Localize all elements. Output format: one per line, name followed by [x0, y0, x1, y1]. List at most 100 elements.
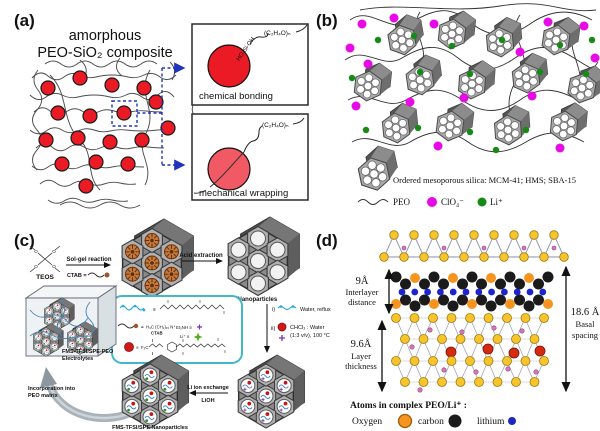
- ctab-key-tail: [117, 323, 135, 329]
- basal-line1: Basal: [576, 319, 596, 329]
- panel-d-label: (d): [316, 231, 338, 250]
- equiv-ctab: ≡: [141, 325, 144, 330]
- panel-c-label: (c): [14, 231, 35, 250]
- chemical-bonding-box: HO-Si-OH (C₂H₄O)ₙ chemical bonding: [191, 23, 309, 106]
- cond-ii-line2: (1:3 v/v), 100 °C: [290, 333, 330, 339]
- teos-oxygens: O O O O: [34, 249, 56, 269]
- panel-b-legend: Ordered mesoporous silica: MCM-41; HMS; …: [353, 142, 576, 207]
- acid-extraction-label: Acid extraction: [179, 253, 223, 259]
- silica-nanoparticles: [38, 70, 176, 194]
- top-clay-layer: [379, 230, 569, 262]
- layer-line2: thickness: [345, 361, 377, 371]
- teos-structure: [29, 245, 61, 273]
- panel-b-label: (b): [316, 11, 338, 30]
- basal-line2: spacing: [572, 330, 599, 340]
- li-legend-icon: [477, 197, 487, 207]
- solgel-label: Sol-gel reaction: [66, 257, 111, 263]
- carbon-icon: [448, 414, 462, 428]
- li-legend-text: Li⁺: [490, 197, 503, 207]
- oxygen-label: Oxygen: [352, 417, 382, 427]
- oxygen-icon: [397, 413, 413, 429]
- interlayer-line2: distance: [348, 297, 376, 307]
- li-exchange-label: Li ion exchange: [187, 385, 229, 391]
- incorporation-swoosh-arrow: [40, 367, 132, 422]
- carbon-label: carbon: [418, 417, 444, 427]
- svg-text:O: O: [34, 249, 38, 254]
- ctab-key-head: [133, 323, 139, 329]
- et3nh-label: Et₃NH ≡: [176, 325, 192, 330]
- equiv-1: ≡: [153, 307, 156, 313]
- mechanical-wrapping-box: (C₂H₄O)ₙ mechanical wrapping: [191, 113, 309, 201]
- teos-label: TEOS: [36, 274, 54, 281]
- peg-silane-icon: [119, 305, 145, 311]
- ctab-eq-label: CTAB =: [67, 273, 87, 279]
- silica-legend-text: Ordered mesoporous silica: MCM-41; HMS; …: [393, 175, 576, 185]
- chain-formula-1: (C₂H₄O)ₙ: [264, 30, 291, 37]
- interlayer-line1: Interlayer: [345, 287, 378, 297]
- panel-b: (b): [316, 3, 600, 207]
- incorporation-line2: PEO matrix: [28, 393, 59, 399]
- atoms-legend-title: Atoms in complex PEO/Li⁺ :: [350, 401, 467, 411]
- electrolyte-label-line1: FMS-TFSI/SPE-PEO: [62, 349, 114, 355]
- silica-legend-icon: [353, 142, 402, 194]
- panel-d: (d): [316, 230, 600, 429]
- ctab-name: CTAB: [151, 331, 163, 336]
- peo-li-interlayer: [390, 271, 554, 312]
- ctab-tail-icon: [87, 272, 105, 278]
- chemical-bonding-caption: chemical bonding: [199, 91, 273, 102]
- reaction-conditions: i) Water, reflux ii) CHCl₃ : Water (1:3 …: [271, 305, 331, 341]
- benzene-ring-icon: [167, 341, 177, 353]
- zoom-region-box: [111, 100, 138, 127]
- basal-value: 18.6 Å: [571, 306, 600, 318]
- lioh-label: LiOH: [201, 398, 214, 404]
- incorporation-line1: Incorporation into: [28, 386, 76, 392]
- svg-text:O: O: [34, 264, 38, 269]
- svg-text:O: O: [52, 249, 56, 254]
- panel-c: (c) O O O O TEOS Sol-gel reaction CTAB =…: [14, 217, 331, 431]
- ctab-head-icon: [104, 272, 110, 278]
- peo-legend-text: PEO: [393, 197, 411, 207]
- layer-line1: Layer: [351, 351, 371, 361]
- molecular-key-box: ≡ ≡ H₃C (CH₂)₁₅ N⁺ CTAB Et₃NH ≡ Li⁺ ≡ ≡ …: [111, 295, 243, 364]
- panel-a-title-line1: amorphous: [69, 28, 142, 44]
- peo-legend-icon: [357, 199, 389, 205]
- clo4-anion-dots: [345, 13, 600, 153]
- wrapping-chain-curve: [193, 151, 245, 194]
- pre-exchange-cluster: [238, 355, 304, 428]
- bottom-clay-layer: [391, 313, 549, 393]
- electrolyte-cube: [24, 285, 118, 357]
- peg-silane-structure: [159, 304, 225, 310]
- mesoporous-silica-particles: [353, 8, 600, 147]
- et3nh-plus-icon: [197, 324, 202, 330]
- panel-a: (a) amorphous PEO-SiO₂ composite: [14, 11, 309, 209]
- clo4-legend-text: ClO₄⁻: [441, 197, 464, 207]
- equiv-2: ≡: [136, 345, 139, 350]
- tfsi-dot-icon: [124, 342, 134, 352]
- cond-i: i): [272, 307, 275, 313]
- peo-chain-curve: [249, 32, 269, 45]
- fms-np-label: FMS-TFSI/SPE Nanoparticles: [112, 425, 188, 431]
- electrolyte-label-line2: Electrolytes: [62, 356, 93, 362]
- li-key-label: Li⁺ ≡: [180, 334, 190, 339]
- silica-particle-bonded: [207, 44, 251, 88]
- mechanical-wrapping-caption: mechanical wrapping: [199, 188, 288, 199]
- ms-nanoparticles-label: MS Nanoparticles: [227, 297, 278, 303]
- atoms-legend: Atoms in complex PEO/Li⁺ : Oxygen carbon…: [350, 401, 516, 429]
- lithium-icon: [508, 417, 516, 425]
- svg-text:O: O: [52, 264, 56, 269]
- ms-nanoparticle-cluster: [228, 217, 299, 296]
- fms-tfsi-spe-cluster: [122, 355, 188, 428]
- cond-ii: ii): [271, 326, 275, 332]
- ctab-formula: H₃C (CH₂)₁₅ N⁺: [146, 325, 176, 330]
- panel-a-label: (a): [14, 11, 35, 30]
- interlayer-value: 9Å: [356, 275, 369, 287]
- chain-formula-2: (C₂H₄O)ₙ: [262, 122, 289, 129]
- clo4-legend-icon: [427, 197, 437, 207]
- li-cation-dots: [348, 32, 596, 154]
- li-star-icon: [193, 332, 203, 342]
- zoom-dashed-arrows: [111, 62, 186, 171]
- cond-i-text: Water, reflux: [300, 307, 331, 313]
- peo-matrix-chains: [29, 299, 95, 339]
- lithium-label: lithium: [477, 417, 505, 427]
